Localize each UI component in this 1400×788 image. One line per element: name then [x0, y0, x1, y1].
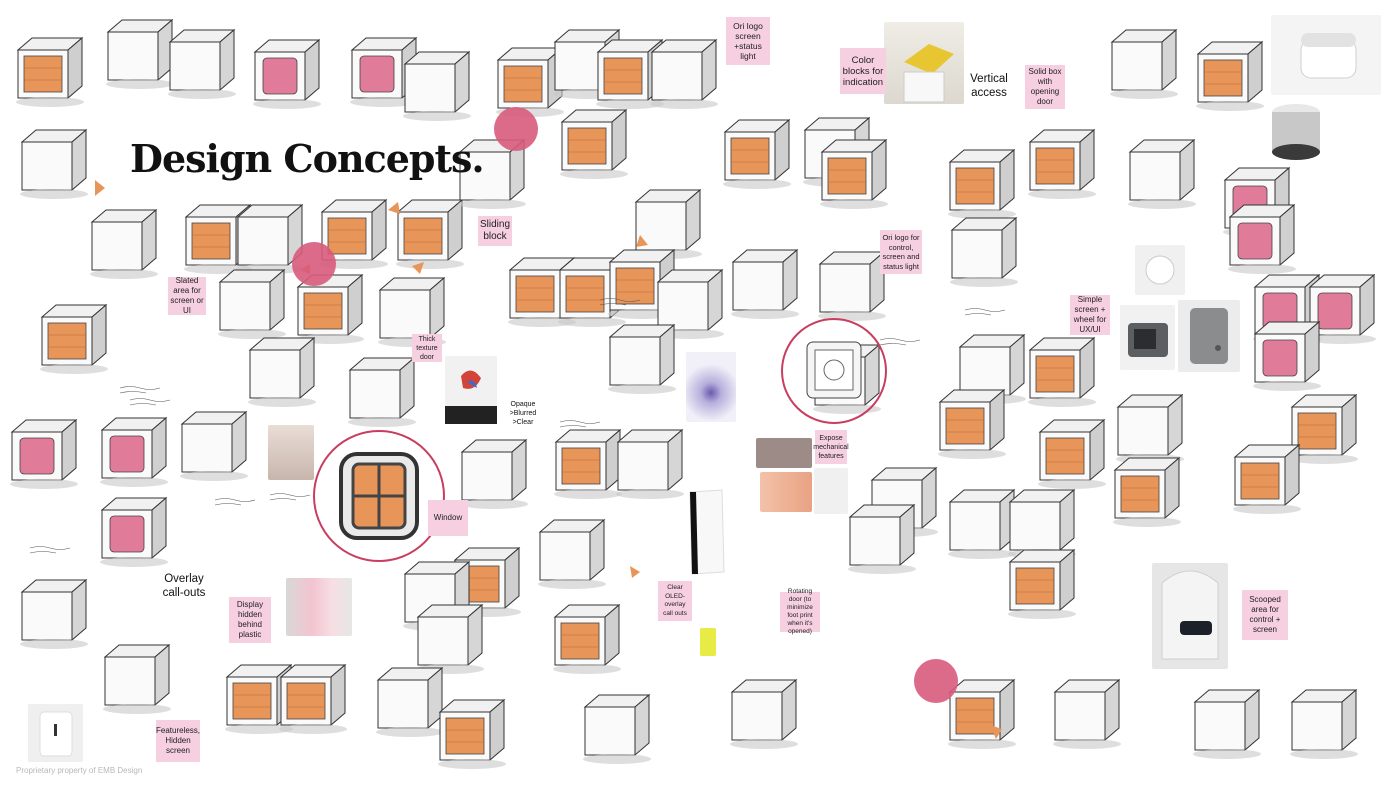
render-pink-blur	[286, 578, 352, 636]
render-black-white-slab	[682, 488, 734, 576]
page-title: Design Concepts.	[130, 136, 485, 181]
label-overlay: Overlay call-outs	[162, 573, 206, 599]
note-expose: Expose mechanical features	[813, 430, 849, 464]
render-scooped-device	[1152, 563, 1228, 669]
note-sliding-block: Sliding block	[478, 216, 512, 246]
render-grey-box	[1178, 300, 1240, 372]
accent-dot	[292, 242, 336, 286]
render-yellow-oled	[700, 628, 716, 656]
note-color-blocks: Color blocks for indication	[840, 48, 886, 94]
label-opaque: Opaque >Blurred >Clear	[509, 401, 537, 426]
label-vertical-access: Vertical access	[970, 73, 1008, 99]
render-hand-yellow-lid	[884, 22, 964, 104]
note-simple-screen: Simple screen + wheel for UX/UI	[1070, 295, 1110, 335]
accent-dot	[494, 107, 538, 151]
render-blurred-gradient	[686, 352, 736, 422]
note-scooped: Scooped area for control + screen	[1242, 590, 1288, 640]
render-featureless-white	[28, 704, 83, 762]
note-slated-area: Slated area for screen or UI	[168, 276, 206, 315]
accent-dot	[914, 659, 958, 703]
note-featureless: Featureless, Hidden screen	[156, 720, 200, 762]
note-ori-logo-control: Ori logo for control, screen and status …	[880, 230, 922, 274]
highlight-ring-window	[313, 430, 445, 562]
render-mechanical-block	[756, 438, 812, 468]
render-red-figure	[445, 356, 497, 424]
render-white-product-top-right	[1271, 15, 1381, 95]
render-round-disc	[1135, 245, 1185, 295]
render-toaster-grey	[1120, 305, 1175, 370]
note-clear-oled: Clear OLED-overlay call outs	[658, 581, 692, 621]
note-rotating-door: Rotating door (to minimize foot print wh…	[780, 588, 820, 635]
note-thick-texture: Thick texture door	[412, 334, 442, 362]
note-ori-logo: Ori logo screen +status light	[726, 17, 770, 65]
render-metal-cylinder	[1266, 98, 1326, 168]
render-white-parts	[814, 468, 848, 514]
footer-copyright: Proprietary property of EMB Design	[16, 766, 143, 775]
render-pink-knob	[268, 425, 314, 480]
render-peach-cylinder	[760, 472, 812, 512]
note-window: Window	[428, 500, 468, 536]
note-display-hidden: Display hidden behind plastic	[229, 597, 271, 643]
note-solid-box: Solid box with opening door	[1025, 65, 1065, 109]
highlight-ring-mechanical	[781, 318, 887, 424]
